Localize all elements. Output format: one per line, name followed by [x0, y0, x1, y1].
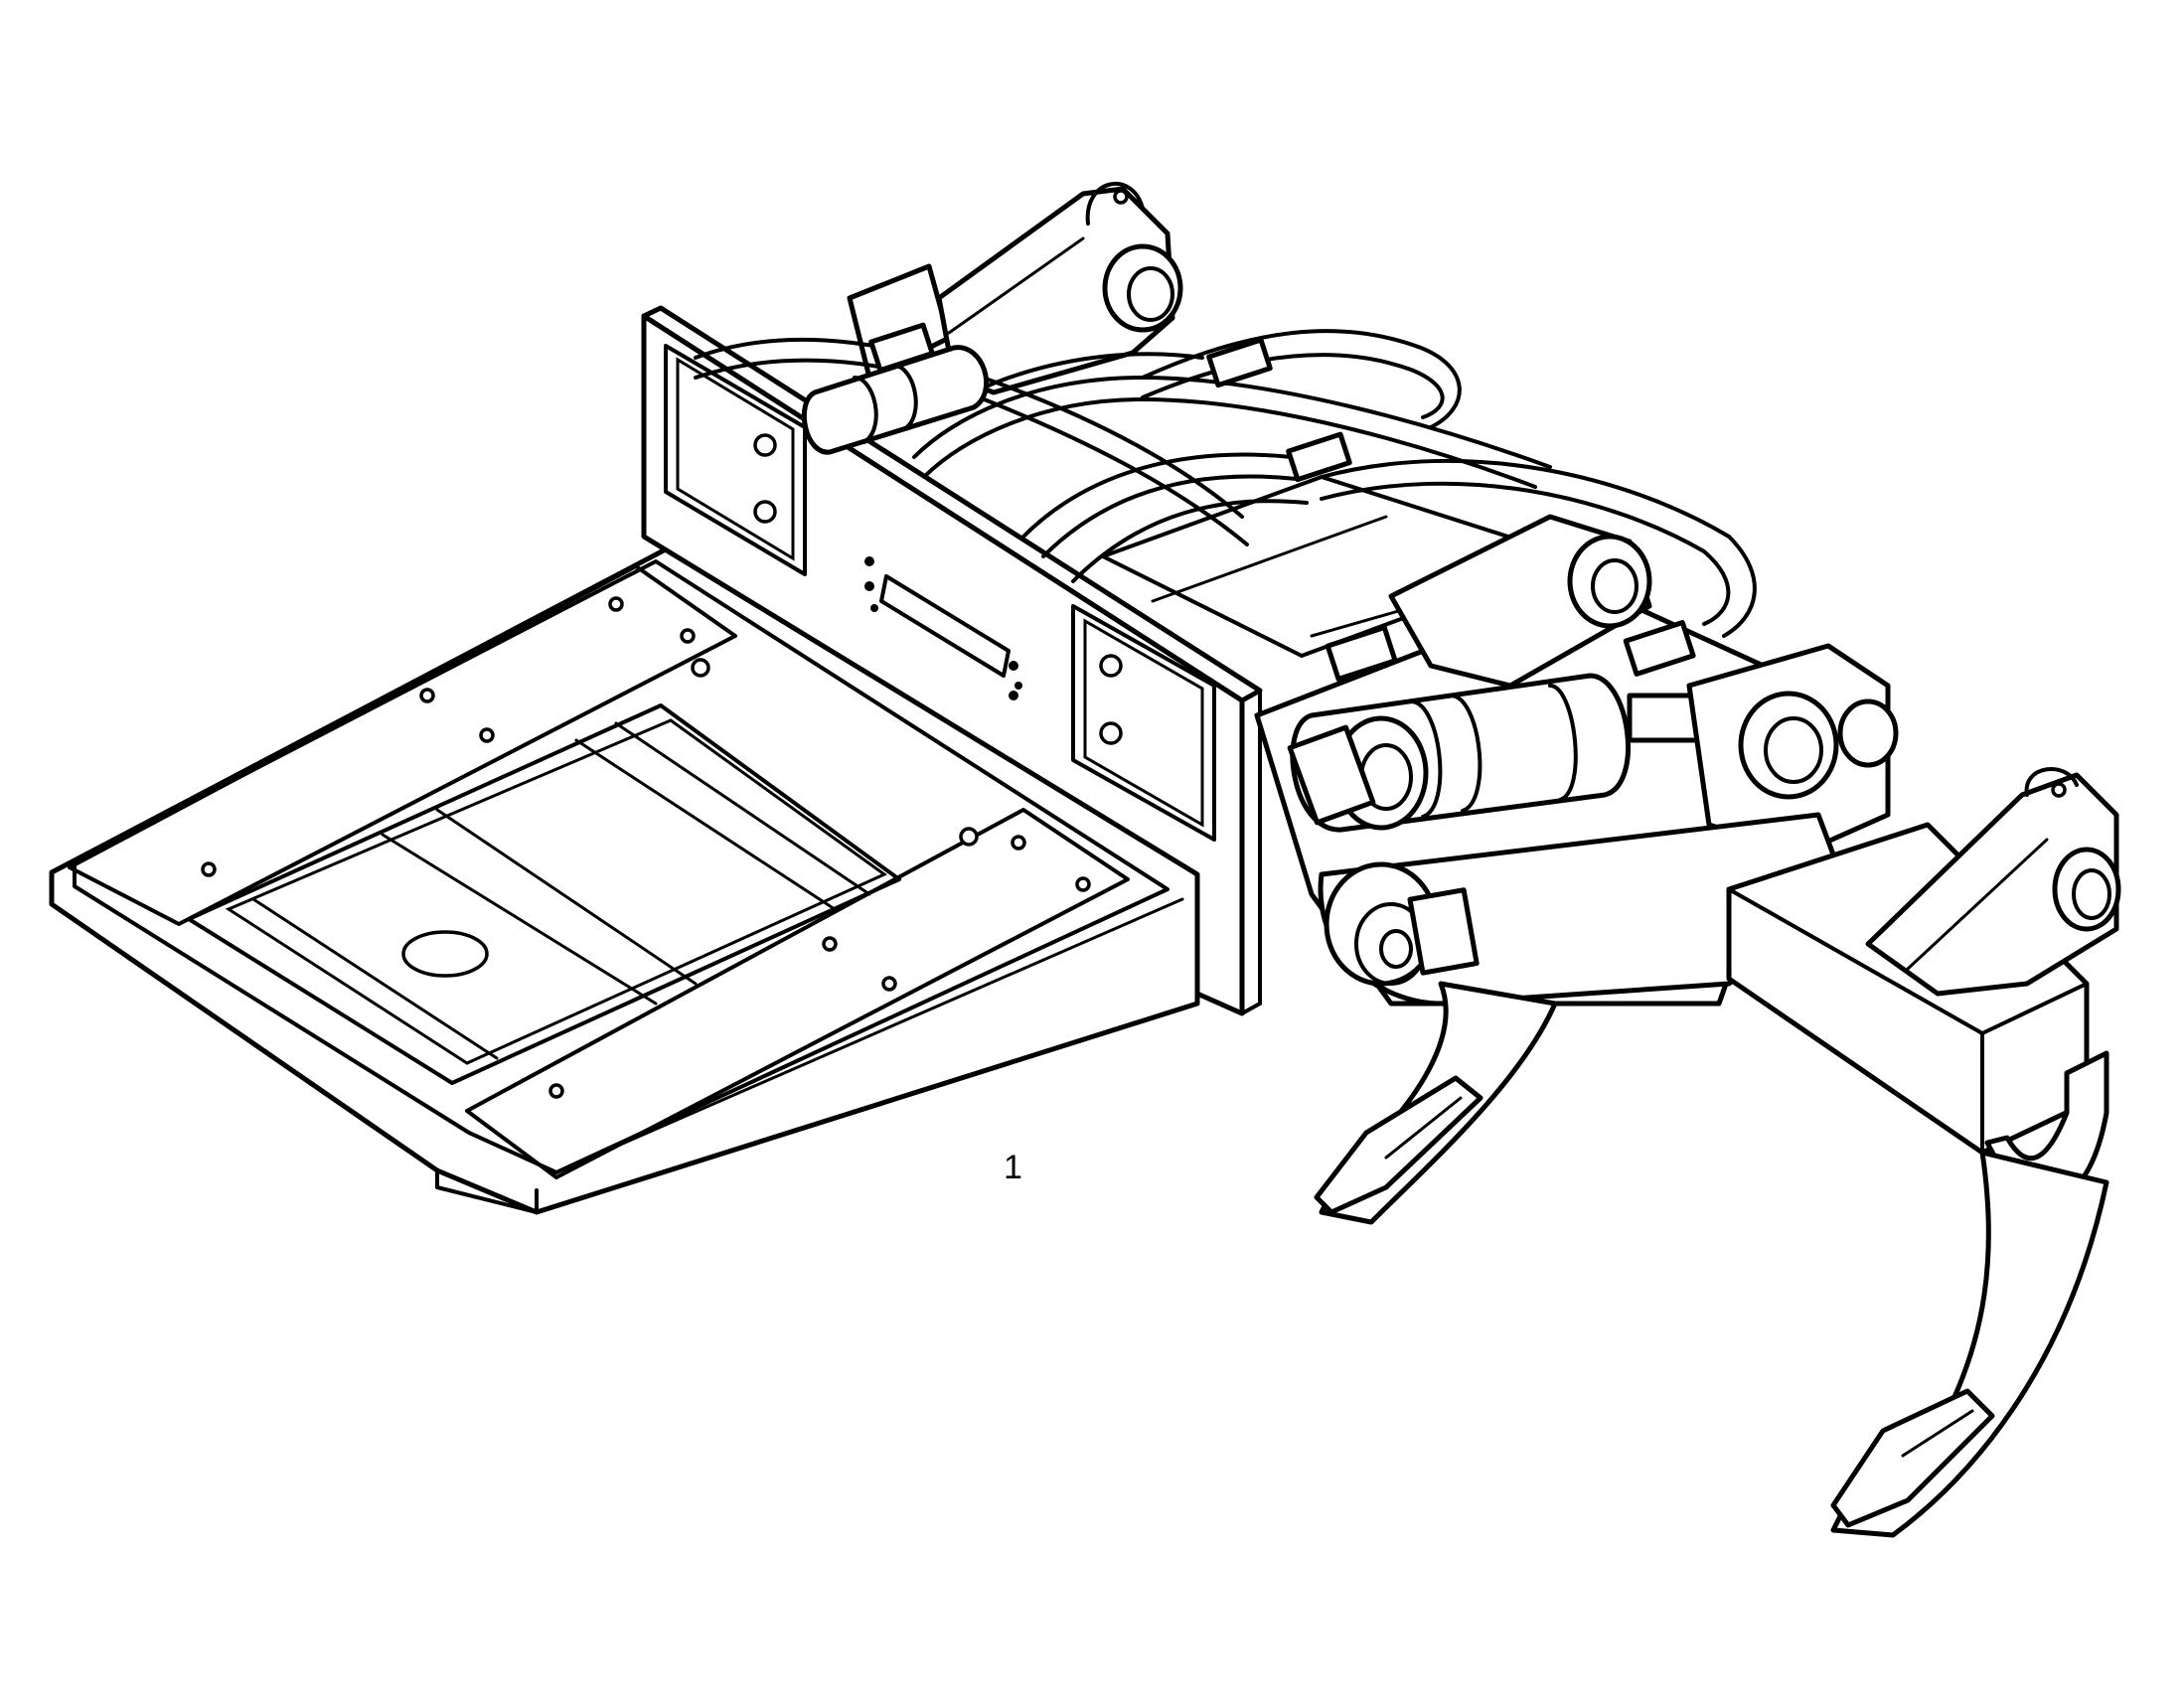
ripper-shank-rear: [1830, 1050, 2109, 1538]
upper-cylinder: [801, 322, 1352, 483]
hydraulic-hoses: [694, 329, 1757, 638]
tilt-cylinder: [1287, 620, 1702, 833]
rear-upper-bracket: [1865, 767, 2121, 997]
rear-clevis-bracket: [1686, 643, 1899, 857]
mounting-wall: [641, 305, 1263, 1016]
center-hole: [401, 930, 489, 978]
lower-link-arm: [1318, 812, 1851, 1007]
wall-slot: [879, 574, 1011, 678]
wall-pad-left: [664, 344, 807, 576]
wall-pad-right: [1071, 604, 1216, 842]
middle-pivot-bracket: [1388, 514, 1652, 689]
callout-label-1: 1: [1004, 1149, 1022, 1186]
upper-pivot-pin: [1102, 243, 1183, 333]
mounting-plate: [49, 539, 1200, 1215]
ripper-shank-front: [1314, 981, 1558, 1225]
